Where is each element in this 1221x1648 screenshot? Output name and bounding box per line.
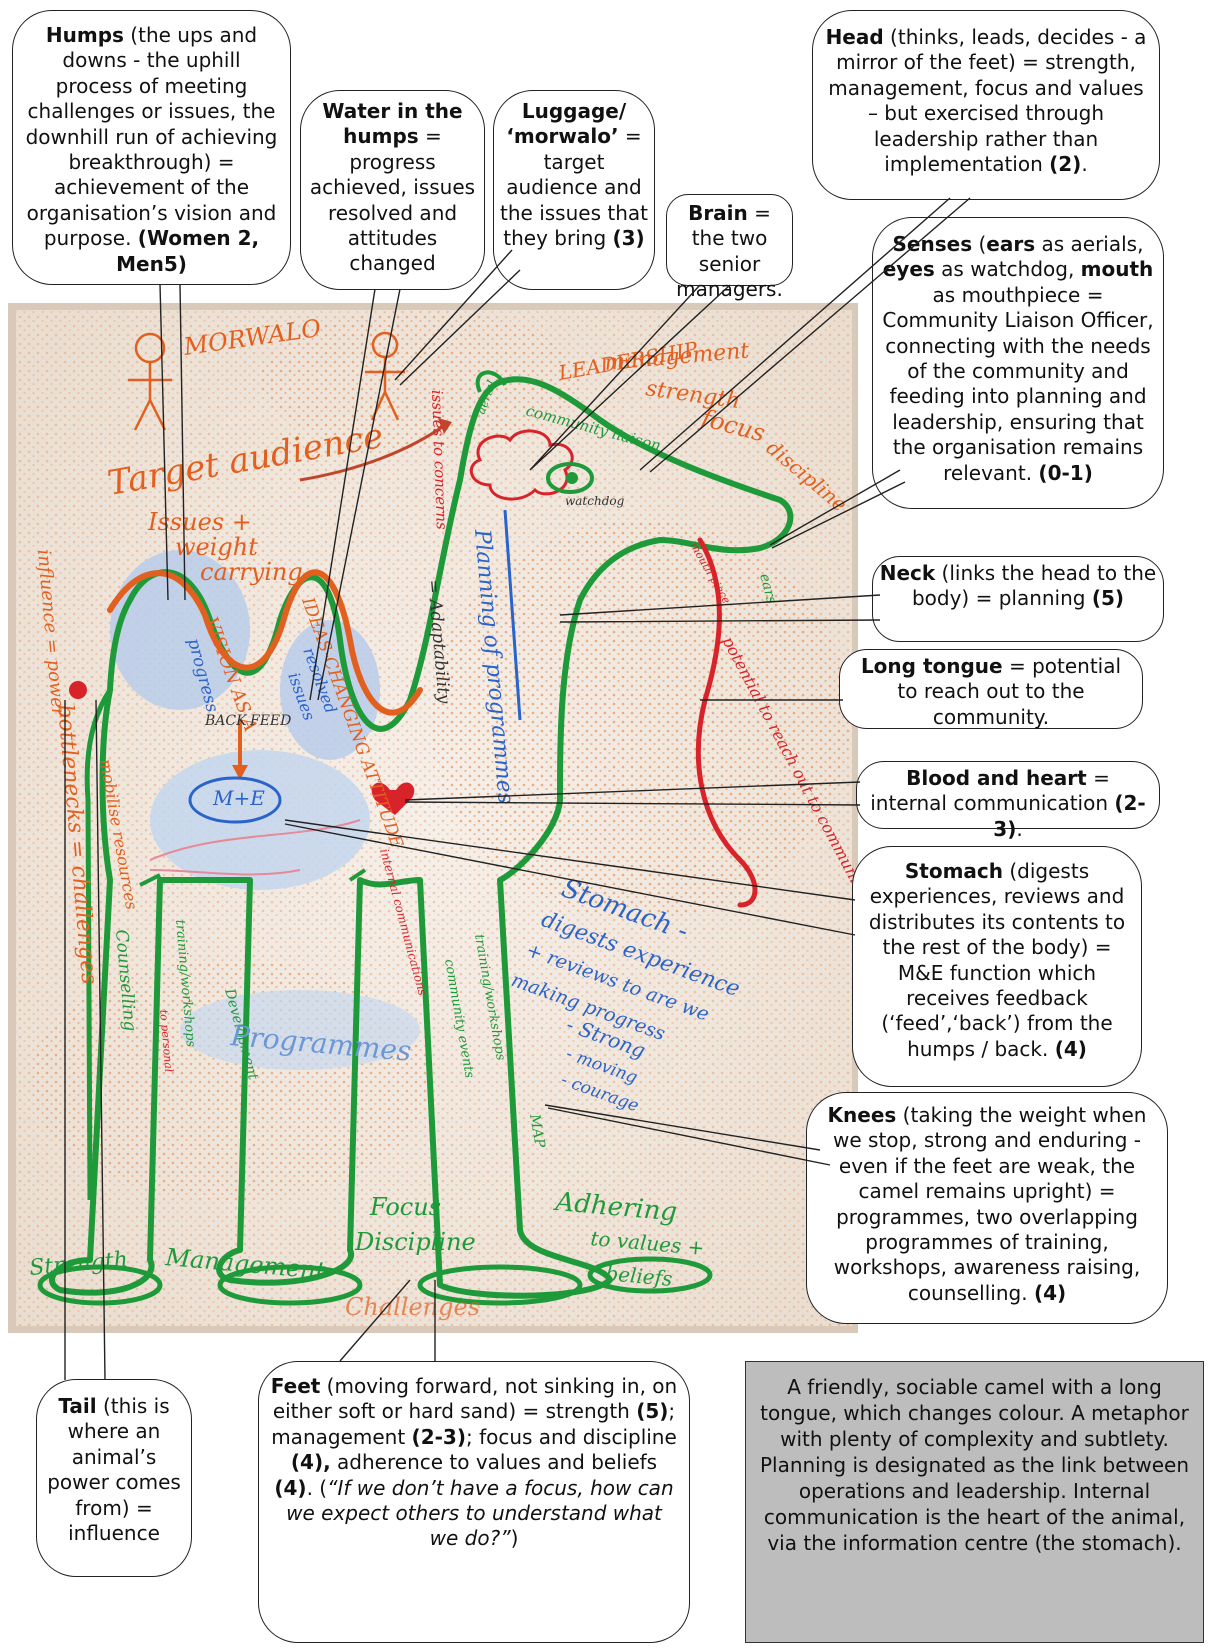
label-weight: weight <box>175 533 258 561</box>
feet-b5: . ( <box>306 1475 328 1500</box>
feet-s1: (5) <box>636 1399 669 1424</box>
label-me: M+E <box>212 786 265 810</box>
callout-brain: Brain = the two senior managers. <box>666 194 793 301</box>
neck-score: (5) <box>1091 586 1125 611</box>
callout-tail: Tail (this is where an animal’s power co… <box>36 1379 192 1577</box>
label-to-personal: to personal <box>157 1009 175 1073</box>
neck-body: (links the head to the body) = planning <box>911 561 1157 611</box>
label-issues: Issues + <box>147 508 252 536</box>
humps-score: (Women 2, Men5) <box>116 226 260 276</box>
feet-b2: ; management <box>271 1399 676 1449</box>
label-map: MAP <box>526 1112 548 1150</box>
label-discipline-feet: Discipline <box>354 1228 476 1256</box>
humps-term: Humps <box>45 23 124 47</box>
luggage-score: (3) <box>612 225 645 250</box>
callout-humps: Humps (the ups and downs - the uphill pr… <box>12 10 291 285</box>
senses-b1: ( <box>972 232 987 256</box>
label-back: BACK <box>204 713 248 729</box>
head-body: (thinks, leads, decides - a mirror of th… <box>828 25 1147 176</box>
callout-luggage: Luggage/ ‘morwalo’ = target audience and… <box>493 90 655 290</box>
hump-water-1 <box>110 550 250 710</box>
label-carrying: carrying <box>200 558 303 586</box>
knees-score: (4) <box>1033 1280 1067 1305</box>
label-issues-concerns: issues to concerns <box>428 390 451 531</box>
tongue-term: Long tongue <box>860 654 1003 678</box>
callout-senses: Senses (ears as aerials, eyes as watchdo… <box>872 217 1164 509</box>
water-body: = progress achieved, issues resolved and… <box>309 124 476 276</box>
camel-heart <box>371 782 415 815</box>
knees-term: Knees <box>827 1103 897 1127</box>
summary-text: A friendly, sociable camel with a long t… <box>759 1375 1190 1555</box>
callout-stomach: Stomach (digests experiences, reviews an… <box>852 846 1142 1087</box>
feet-s4: (4) <box>274 1475 307 1500</box>
senses-mouth: mouth <box>1080 257 1154 282</box>
senses-eyes: eyes <box>882 257 935 282</box>
luggage-term: Luggage/ ‘morwalo’ <box>506 99 627 149</box>
blood-term: Blood and heart <box>906 766 1087 790</box>
callout-feet: Feet (moving forward, not sinking in, on… <box>258 1361 690 1643</box>
blood-body: = internal communication <box>870 766 1115 816</box>
stomach-score: (4) <box>1054 1036 1087 1061</box>
feet-b3: ; focus and discipline <box>465 1424 677 1449</box>
callout-knees: Knees (taking the weight when we stop, s… <box>806 1092 1168 1324</box>
knees-body: (taking the weight when we stop, strong … <box>833 1103 1147 1305</box>
head-term: Head <box>825 25 884 49</box>
callout-neck: Neck (links the head to the body) = plan… <box>872 556 1164 642</box>
head-score: (2) <box>1049 151 1082 176</box>
feet-s2: (2-3) <box>411 1424 466 1449</box>
senses-b3: as watchdog, <box>934 257 1081 282</box>
stomach-term: Stomach <box>904 859 1004 883</box>
senses-score: (0-1) <box>1038 460 1093 485</box>
feet-b6: ) <box>510 1526 519 1551</box>
tail-term: Tail <box>58 1394 97 1418</box>
humps-body: (the ups and downs - the uphill process … <box>25 23 278 251</box>
label-challenges: Challenges <box>345 1293 480 1321</box>
feet-b1: (moving forward, not sinking in, on eith… <box>272 1374 678 1424</box>
stomach-area <box>150 750 370 890</box>
tail-body: (this is where an animal’s power comes f… <box>47 1394 181 1545</box>
blood-score: (2-3) <box>993 791 1146 841</box>
callout-head: Head (thinks, leads, decides - a mirror … <box>812 10 1160 200</box>
tongue-body: = potential to reach out to the communit… <box>897 654 1122 729</box>
label-feed: FEED <box>249 713 291 729</box>
stomach-body: (digests experiences, reviews and distri… <box>868 859 1126 1061</box>
senses-term: Senses <box>892 232 973 256</box>
brain-term: Brain <box>688 201 748 225</box>
label-focus-feet: Focus <box>369 1193 441 1221</box>
foot-far <box>587 1256 713 1294</box>
callout-blood: Blood and heart = internal communication… <box>856 761 1160 841</box>
senses-ears: ears <box>986 232 1036 256</box>
blood-tail: . <box>1016 816 1023 841</box>
luggage-body: = target audience and the issues that th… <box>500 124 648 250</box>
callout-tongue: Long tongue = potential to reach out to … <box>839 649 1143 729</box>
summary-box: A friendly, sociable camel with a long t… <box>745 1361 1204 1643</box>
senses-b4: as mouthpiece = Community Liaison Office… <box>882 282 1154 485</box>
label-beliefs: beliefs <box>605 1261 674 1291</box>
water-term: Water in the humps <box>322 99 463 149</box>
feet-s3: (4), <box>290 1450 331 1475</box>
feet-quote: “If we don’t have a focus, how can we ex… <box>286 1475 674 1551</box>
feet-term: Feet <box>270 1374 321 1398</box>
head-tail: . <box>1081 151 1088 176</box>
neck-term: Neck <box>879 561 936 585</box>
label-watchdog: watchdog <box>565 494 625 508</box>
callout-water: Water in the humps = progress achieved, … <box>300 90 485 290</box>
feet-b4: adherence to values and beliefs <box>330 1450 658 1475</box>
senses-b2: as aerials, <box>1035 232 1144 256</box>
